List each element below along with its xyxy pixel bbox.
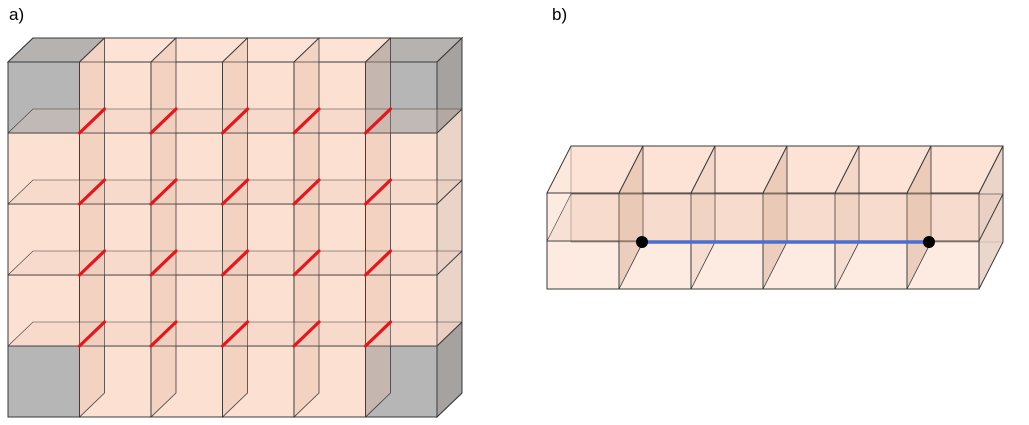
red-edge [292,178,321,206]
red-edge [77,320,107,348]
lattice-cell [546,240,620,290]
internal-row-plane [546,193,1004,242]
top-face-divider [690,145,716,194]
red-edge [149,107,178,135]
gray-cell [7,345,80,418]
internal-column-plane [79,37,105,418]
endpoint-right [923,236,935,248]
lattice-cell [293,345,366,418]
panel-b-label: b) [552,5,567,24]
top-face-divider [618,145,644,194]
red-edge [149,178,178,206]
internal-column-plane [150,37,177,418]
red-edge [149,320,178,348]
red-edge [77,178,107,206]
red-edge [363,178,393,206]
panel-b-lattice [546,145,1004,290]
red-edge [220,178,250,206]
red-edge [77,107,107,135]
top-face-divider [834,145,860,194]
panel-a-lattice [6,36,464,419]
endpoint-left [636,236,648,248]
red-edge [363,320,393,348]
red-edge [292,320,321,348]
red-edge [363,107,393,135]
internal-column-plane [365,37,391,418]
top-face-divider [906,145,932,194]
lattice-cell [834,192,908,242]
red-edge [77,249,107,277]
red-edge [220,320,250,348]
panel-a-label: a) [9,5,24,24]
red-edge [149,249,178,277]
red-edge [363,249,393,277]
red-edge [220,249,250,277]
red-edge [220,107,250,135]
red-edge [292,107,321,135]
red-edge [292,249,321,277]
internal-column-plane [293,37,320,418]
lattice-cell [690,192,764,242]
top-face-divider [762,145,788,194]
internal-column-plane [222,37,248,418]
lattice-cell [906,192,980,242]
